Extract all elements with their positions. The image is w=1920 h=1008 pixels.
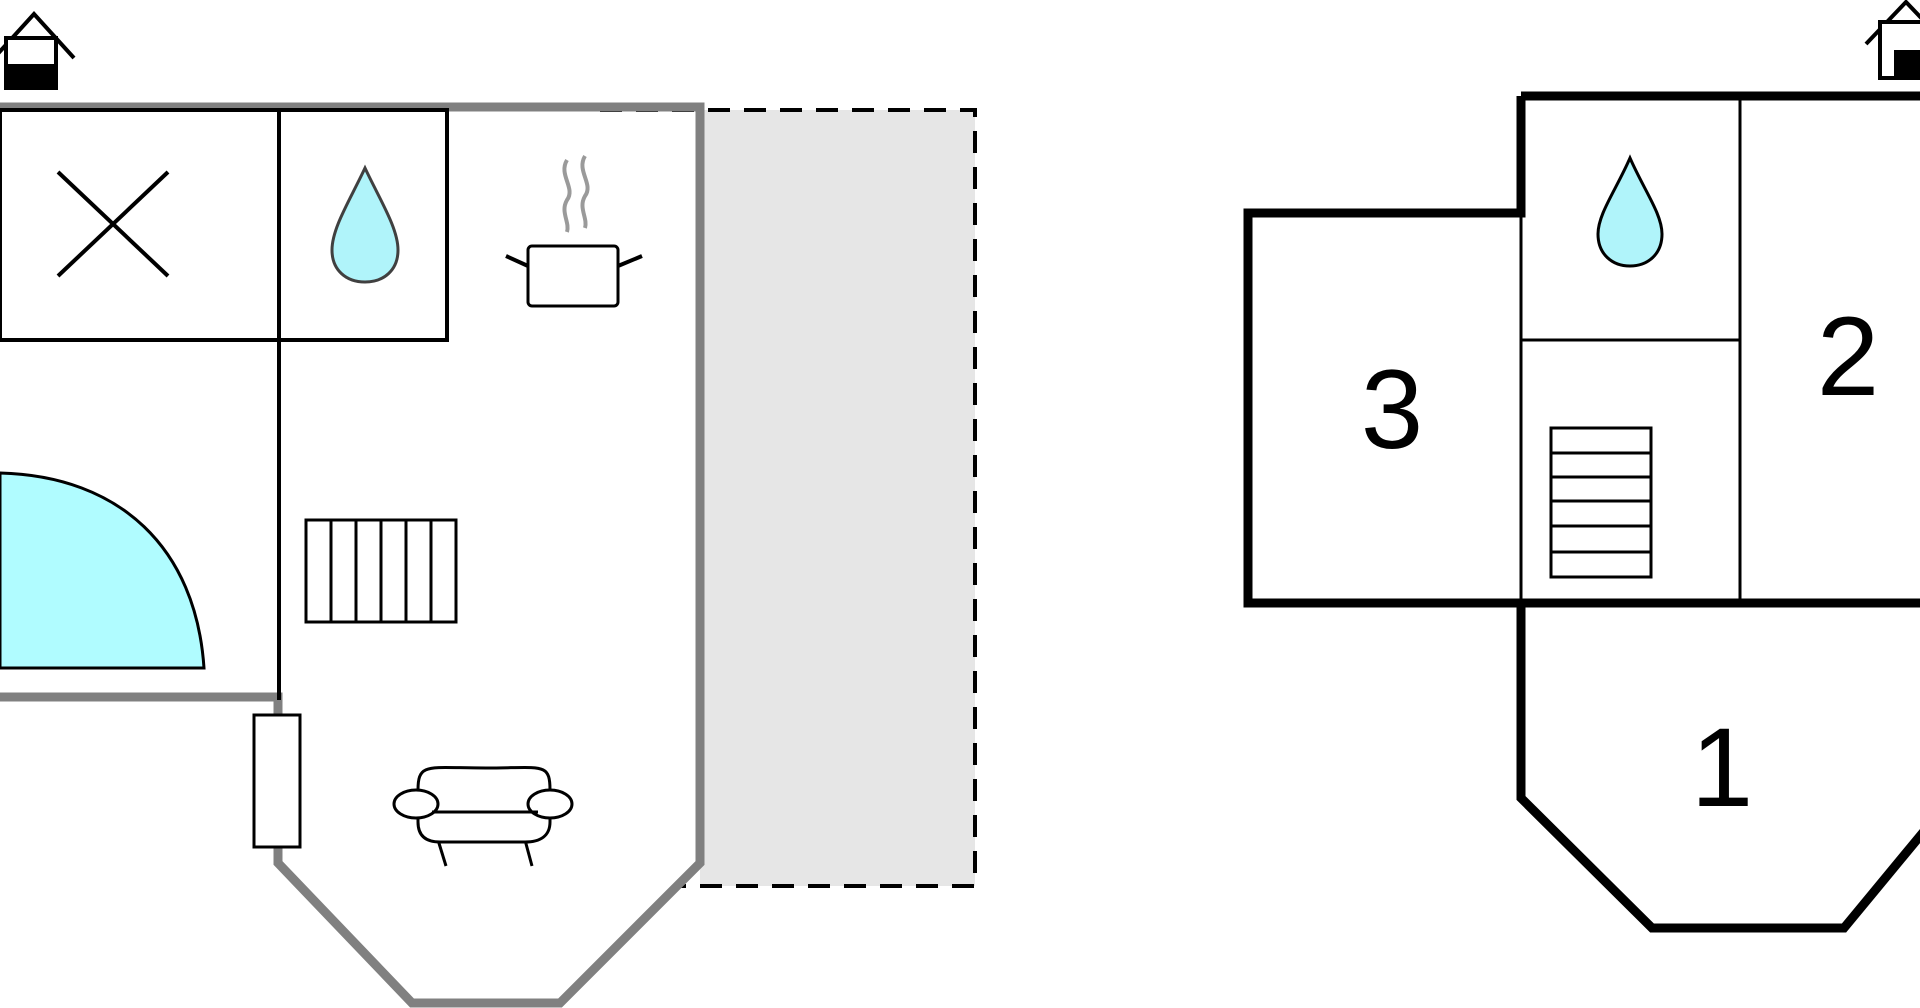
room-number-3: 3 xyxy=(1361,347,1423,472)
cabinet xyxy=(252,713,302,849)
toilet-icon xyxy=(56,170,170,278)
water-drop-icon xyxy=(1596,154,1664,268)
staircase-icon xyxy=(1549,426,1653,579)
inner-walls xyxy=(0,108,449,700)
floor-level-icon xyxy=(0,11,76,90)
terrace xyxy=(700,110,975,886)
room-number-2: 2 xyxy=(1817,294,1879,419)
floor-level-icon xyxy=(1864,0,1920,80)
inner-walls xyxy=(1519,100,1742,603)
sofa-icon xyxy=(392,765,574,867)
outer-walls xyxy=(1243,91,1920,933)
room-number-1: 1 xyxy=(1691,705,1753,830)
radiator-icon xyxy=(304,518,458,624)
cooking-pot-icon xyxy=(505,154,643,308)
water-drop-icon xyxy=(330,164,400,284)
upper-floor-plan: 3 2 1 xyxy=(1243,0,1920,933)
ground-floor-plan xyxy=(0,11,977,1008)
pool xyxy=(0,471,206,670)
